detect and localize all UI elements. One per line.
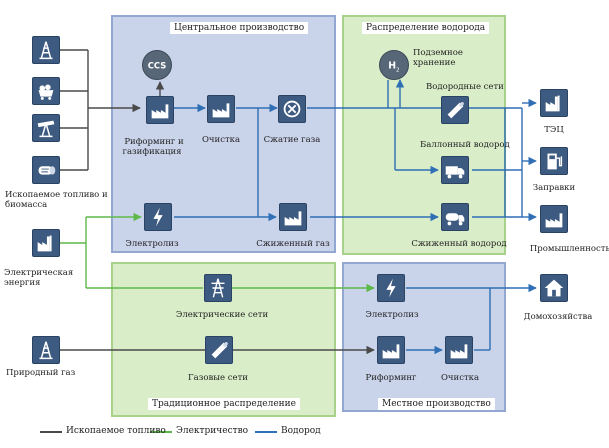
electric-networks-label: Электрические сети bbox=[175, 310, 269, 320]
underground-storage-label-1: Подземное bbox=[413, 48, 463, 58]
industry-label: Промышленность bbox=[529, 244, 609, 254]
oil-rig-icon bbox=[32, 36, 60, 64]
liquefied-gas-label: Сжиженный газ bbox=[256, 239, 330, 249]
ccs-text: CCS bbox=[148, 61, 166, 71]
ccs-icon: CCS bbox=[142, 50, 172, 80]
fuel-station-icon bbox=[540, 147, 568, 175]
purification-factory-icon bbox=[207, 95, 235, 123]
stations-label: Заправки bbox=[532, 183, 576, 193]
power-tower-icon bbox=[204, 274, 232, 302]
electrolysis-label: Электролиз bbox=[125, 239, 179, 249]
cylinder-hydrogen-label: Баллонный водород bbox=[420, 140, 510, 150]
hydrogen-distribution-panel bbox=[342, 15, 506, 255]
power-plant-icon bbox=[32, 229, 60, 257]
local-purification-label: Очистка bbox=[440, 373, 480, 383]
liquefied-gas-factory-icon bbox=[279, 203, 307, 231]
reforming-label-2: газификация bbox=[122, 147, 182, 157]
tanker-truck-icon bbox=[441, 203, 469, 231]
legend-electricity-label: Электричество bbox=[176, 426, 249, 436]
purification-label: Очистка bbox=[201, 135, 241, 145]
hydrogen-networks-label: Водородные сети bbox=[426, 82, 504, 92]
gas-networks-label: Газовые сети bbox=[188, 373, 248, 383]
fossil-source-label-1: Ископаемое топливо и bbox=[5, 190, 108, 200]
biomass-log-icon bbox=[32, 156, 60, 184]
compression-label: Сжатие газа bbox=[263, 135, 321, 145]
electrolysis-bolt-icon bbox=[144, 203, 172, 231]
h2-symbol-text: H bbox=[388, 61, 396, 72]
legend-fossil-label: Ископаемое топливо bbox=[66, 426, 166, 436]
chp-plant-icon bbox=[540, 89, 568, 117]
local-electrolysis-label: Электролиз bbox=[365, 310, 419, 320]
local-electrolysis-bolt-icon bbox=[377, 274, 405, 302]
chp-label: ТЭЦ bbox=[544, 125, 564, 135]
electric-source-label-1: Электрическая bbox=[4, 268, 74, 278]
industry-factory-icon bbox=[540, 205, 568, 233]
reforming-label-1: Риформинг и bbox=[124, 137, 184, 147]
gas-pipeline-icon bbox=[205, 336, 233, 364]
local-reforming-factory-icon bbox=[377, 336, 405, 364]
reforming-factory-icon bbox=[146, 96, 174, 124]
traditional-distribution-title: Традиционное распределение bbox=[148, 398, 300, 410]
oil-pump-icon bbox=[32, 114, 60, 142]
gas-compression-icon bbox=[278, 95, 306, 123]
truck-icon bbox=[441, 156, 469, 184]
hydrogen-distribution-title: Распределение водорода bbox=[362, 22, 490, 34]
local-reforming-label: Риформинг bbox=[365, 373, 417, 383]
underground-storage-label-2: хранение bbox=[413, 58, 456, 68]
legend-hydrogen-label: Водород bbox=[281, 426, 321, 436]
fossil-source-label-2: биомасса bbox=[5, 200, 48, 210]
electric-source-label-2: энергия bbox=[4, 278, 41, 288]
households-label: Домохозяйства bbox=[523, 312, 593, 322]
household-house-icon bbox=[540, 274, 568, 302]
coal-cart-icon bbox=[32, 77, 60, 105]
liquefied-hydrogen-label: Сжиженный водород bbox=[411, 239, 507, 249]
natural-gas-label: Природный газ bbox=[6, 368, 76, 378]
hydrogen-pipeline-icon bbox=[441, 96, 469, 124]
local-purification-factory-icon bbox=[445, 336, 473, 364]
h2-subscript-text: 2 bbox=[396, 68, 400, 74]
local-production-title: Местное производство bbox=[378, 398, 495, 410]
central-production-title: Центральное производство bbox=[170, 22, 309, 34]
gas-well-icon bbox=[32, 336, 60, 364]
